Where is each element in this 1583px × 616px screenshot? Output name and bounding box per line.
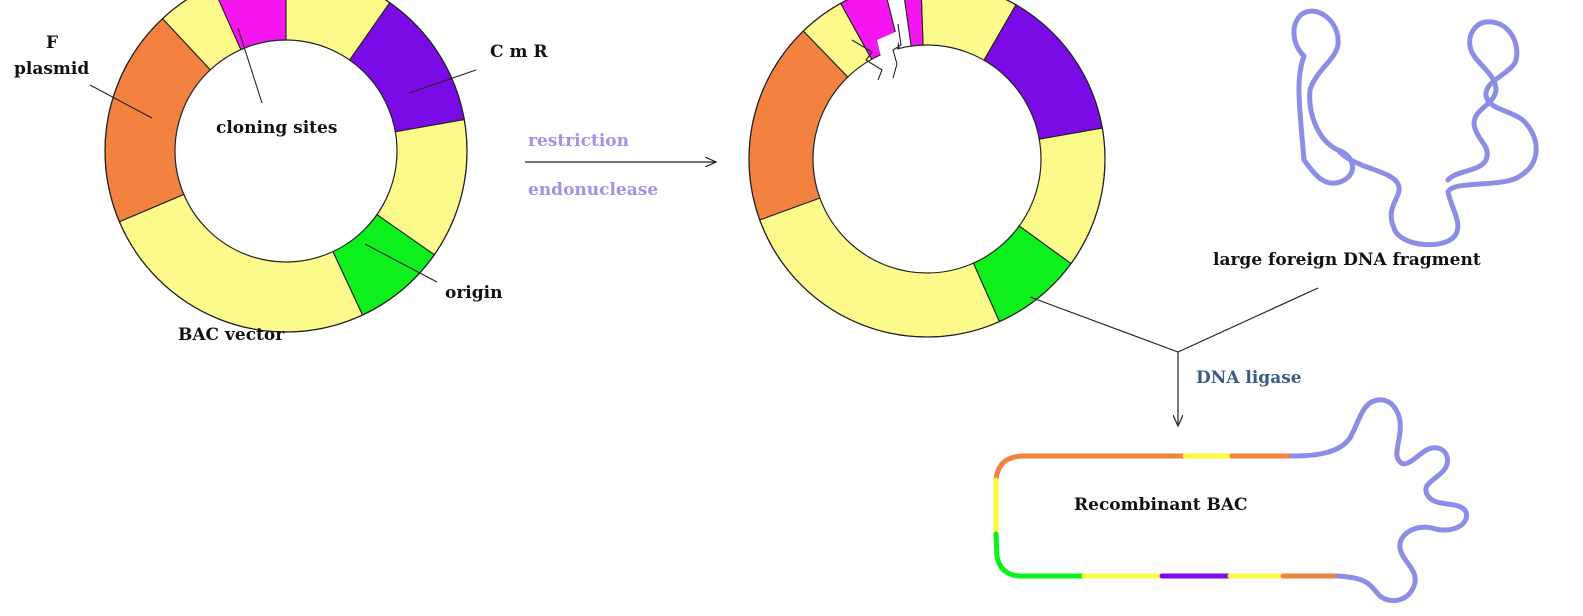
f-plasmid-pointer bbox=[89, 84, 153, 119]
f-plasmid-label-line2: plasmid bbox=[14, 59, 89, 79]
bac-vector-label: BAC vector bbox=[178, 325, 285, 345]
cloning-sites-pointer bbox=[237, 27, 263, 104]
restriction-label: restriction bbox=[528, 131, 629, 151]
cut-vector-join-line bbox=[1029, 296, 1179, 353]
foreign-dna-join-line bbox=[1177, 287, 1319, 353]
cmr-pointer bbox=[408, 69, 477, 94]
bac-vector-outer-edge bbox=[104, 0, 468, 333]
foreign-dna-fragment bbox=[1291, 8, 1539, 248]
cut-vector-outer-edge bbox=[748, 0, 1106, 338]
ring-segment-cloning-sites-right bbox=[904, 0, 928, 160]
origin-label: origin bbox=[445, 283, 502, 303]
bac-vector-inner-hole bbox=[174, 39, 398, 263]
cmr-label: C m R bbox=[490, 42, 548, 62]
recombinant-bac-loop bbox=[993, 397, 1469, 604]
sticky-end-right bbox=[892, 23, 902, 79]
f-plasmid-label-line1: F bbox=[46, 33, 58, 53]
dna-ligase-label: DNA ligase bbox=[1196, 368, 1302, 388]
endonuclease-label: endonuclease bbox=[528, 180, 658, 200]
cloning-sites-label: cloning sites bbox=[216, 118, 337, 138]
recombinant-bac-label: Recombinant BAC bbox=[1074, 495, 1248, 515]
restriction-cut-gap bbox=[877, 30, 900, 78]
large-foreign-dna-label: large foreign DNA fragment bbox=[1213, 250, 1481, 270]
origin-pointer bbox=[364, 243, 438, 283]
cut-vector-inner-hole bbox=[812, 44, 1042, 274]
sticky-end-left bbox=[851, 39, 883, 81]
